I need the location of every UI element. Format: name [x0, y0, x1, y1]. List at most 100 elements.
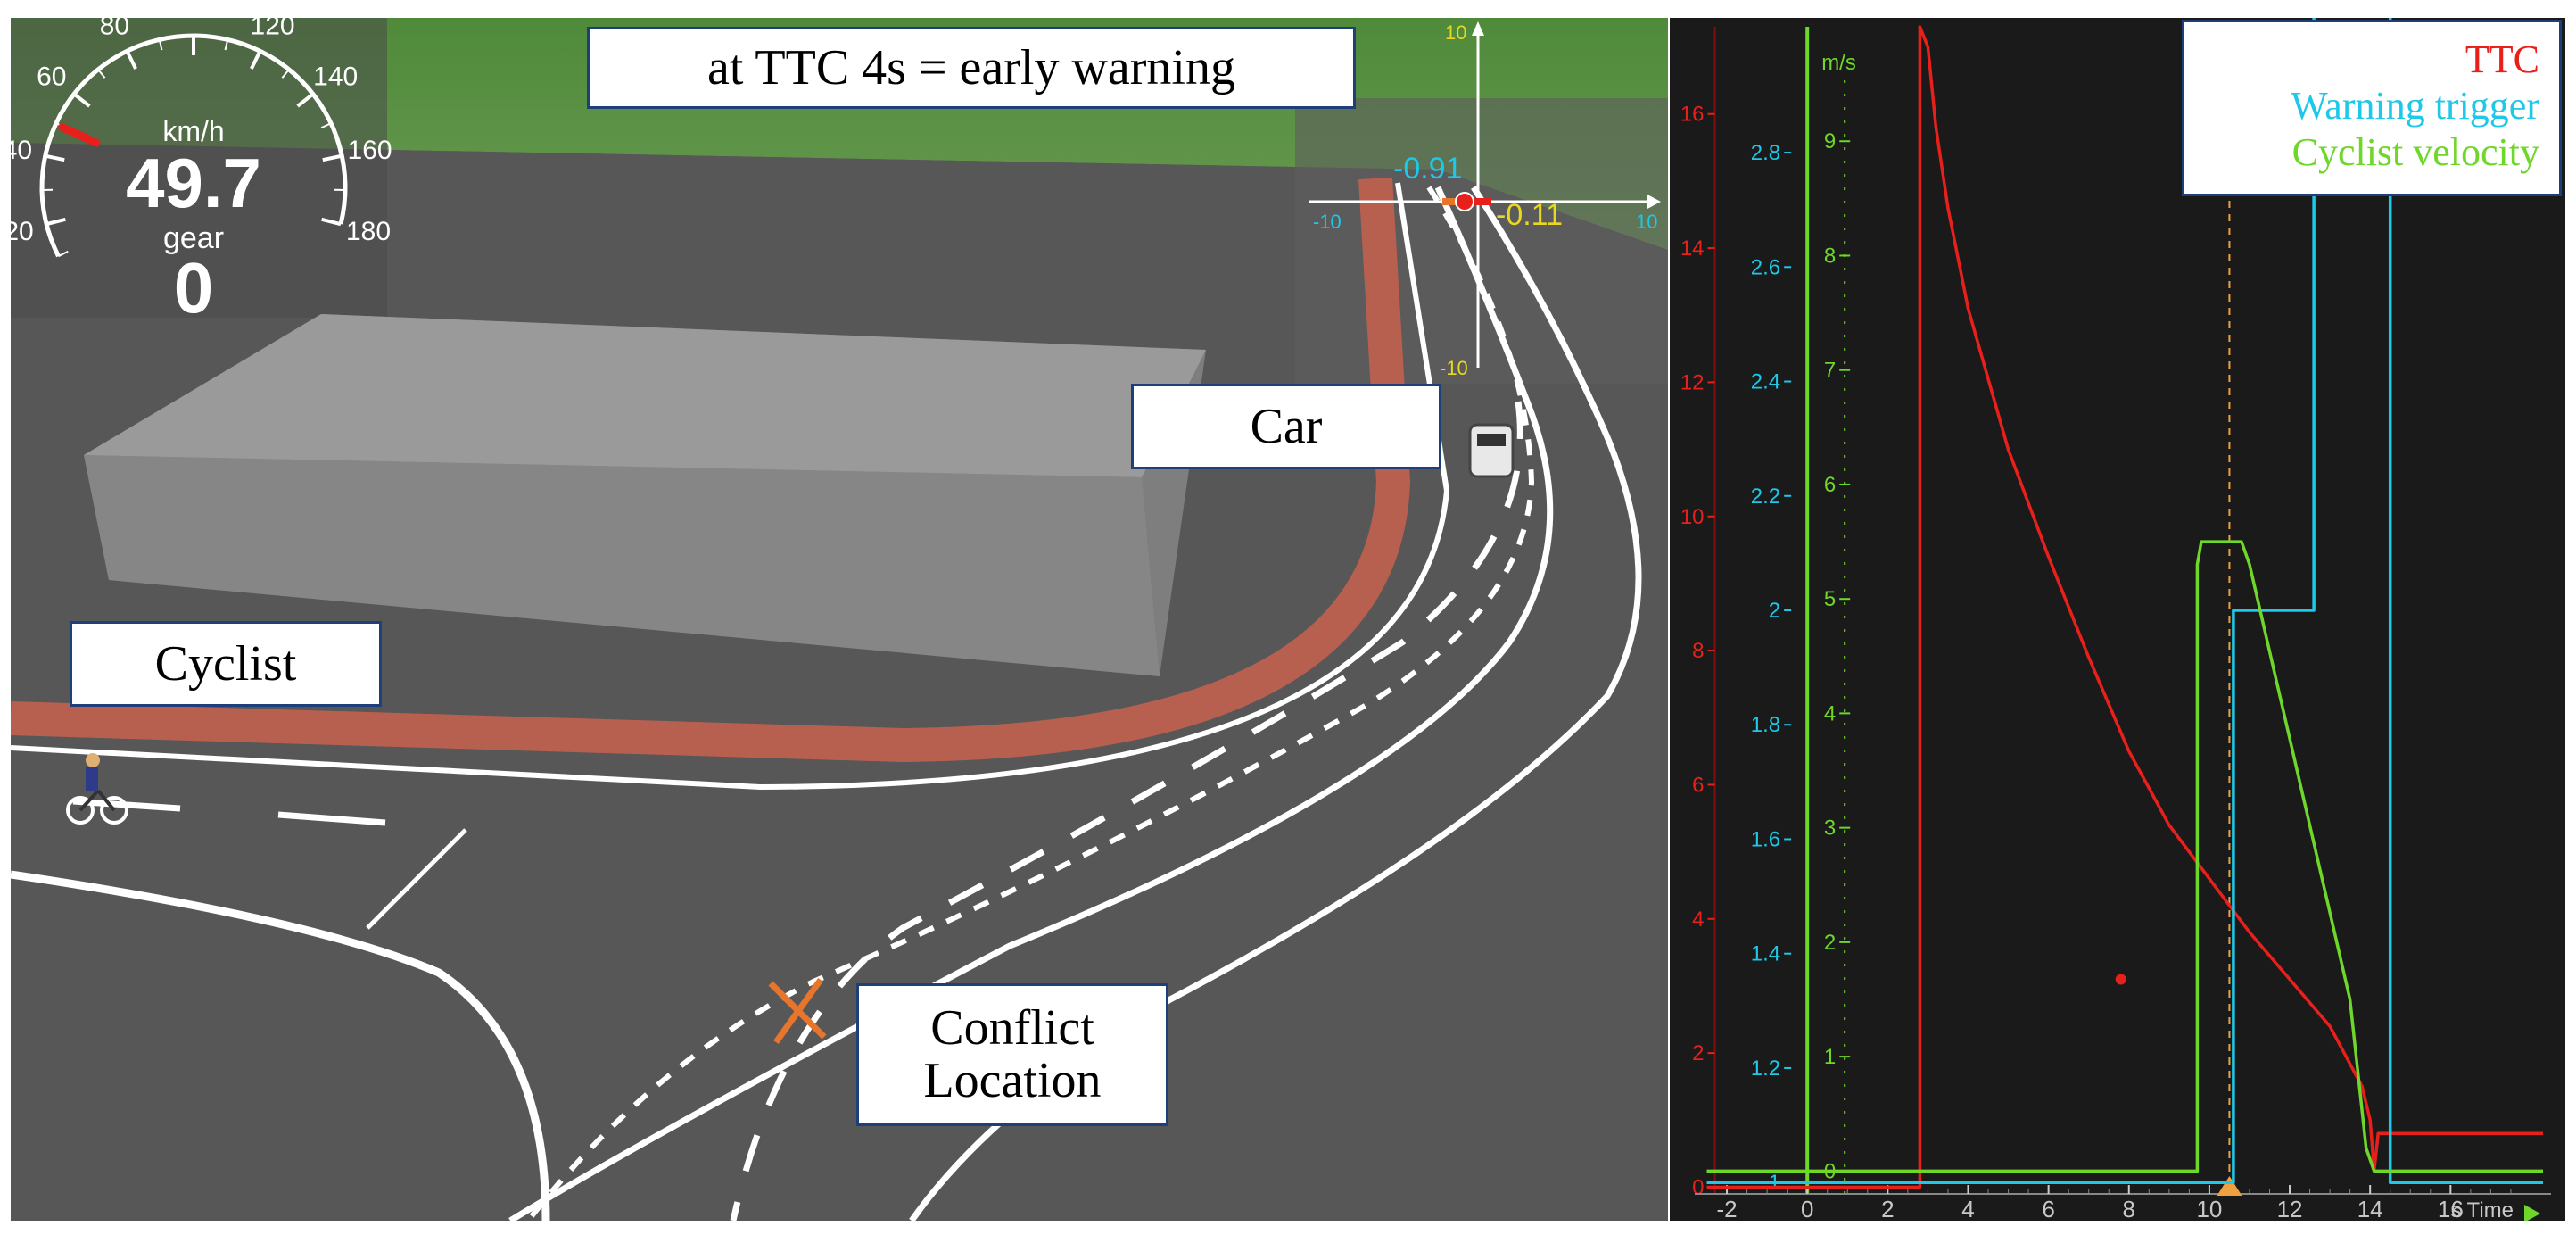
signal-plot: 024681012141611.21.41.61.822.22.42.62.8m… [1670, 18, 2565, 1221]
velocity-axis-tick-label: 6 [1824, 473, 1836, 497]
speedometer-tick [321, 217, 342, 227]
speedometer-tick [125, 50, 137, 70]
ttc-marker-point [2115, 974, 2126, 985]
x-axis-play-icon [2524, 1205, 2540, 1221]
cyclist-label: Cyclist [154, 635, 297, 692]
chart-legend: TTC Warning trigger Cyclist velocity [2182, 20, 2562, 196]
speedometer-tick-label: 140 [313, 62, 358, 92]
speedometer-arc [39, 33, 348, 258]
legend-cyclist-velocity: Cyclist velocity [2291, 130, 2539, 174]
cyclist-velocity-series-line [1706, 540, 2543, 1173]
speedometer-tick [320, 122, 332, 129]
speed-unit-label: km/h [162, 115, 224, 147]
gauge-panel [11, 18, 387, 318]
velocity-axis-tick-label: 2 [1824, 931, 1836, 955]
speedometer-tick-label: 40 [11, 136, 32, 165]
conflict-callout: Conflict Location [856, 983, 1168, 1126]
warning-axis-tick-label: 2.6 [1751, 255, 1780, 279]
conflict-label-line2: Location [923, 1053, 1102, 1108]
ttc-series-line [1706, 25, 2543, 1189]
sync-bottom-marker [2217, 1176, 2242, 1196]
legend-ttc: TTC [2465, 37, 2539, 81]
x-axis-tick-label: 12 [2277, 1196, 2303, 1221]
car-callout: Car [1131, 384, 1441, 469]
conflict-label-line1: Conflict [930, 1000, 1094, 1057]
warning-axis-tick-label: 2.8 [1751, 141, 1780, 165]
crosshair-pos-label: 10 [1636, 211, 1657, 233]
x-axis-tick-label: -2 [1716, 1196, 1737, 1221]
car-figure [1468, 423, 1515, 478]
road-markings [11, 182, 1642, 1221]
ttc-axis-tick-label: 12 [1680, 370, 1705, 394]
ttc-axis-tick-label: 6 [1692, 773, 1704, 797]
speedometer-tick-label: 100 [171, 18, 216, 22]
speedometer-tick-label: 80 [100, 18, 129, 40]
position-crosshair: -10 10 10 -10 -0.91 -0.11 [1309, 21, 1661, 379]
x-axis-tick-label: 14 [2357, 1196, 2383, 1221]
cyclist-callout: Cyclist [70, 621, 382, 707]
speedometer-tick-label: 20 [11, 217, 34, 246]
speedometer-tick-label: 160 [348, 136, 392, 165]
x-axis-tick-label: 0 [1801, 1196, 1813, 1221]
conflict-marker [768, 977, 827, 1045]
cyclist-figure [66, 753, 128, 825]
warning-axis-tick-label: 1.6 [1751, 827, 1780, 851]
speedometer-tick [322, 153, 343, 162]
gear-label: gear [163, 221, 224, 255]
speedometer-tick [281, 69, 290, 79]
x-axis-tick-label: 16 [2438, 1196, 2464, 1221]
warning-axis-tick-label: 2.4 [1751, 370, 1780, 394]
legend-warning-trigger: Warning trigger [2291, 84, 2539, 128]
speedometer-tick [45, 217, 66, 227]
ttc-axis-tick-label: 0 [1692, 1175, 1704, 1199]
ttc-axis-tick-label: 16 [1680, 103, 1705, 127]
x-axis-tick-label: 8 [2123, 1196, 2135, 1221]
velocity-axis-tick-label: 4 [1824, 701, 1836, 725]
speedometer-tick [158, 39, 163, 51]
ttc-note-text: at TTC 4s = early warning [707, 39, 1235, 95]
speedometer-tick [58, 250, 69, 258]
velocity-axis-tick-label: 3 [1824, 816, 1836, 841]
plot-axes: 024681012141611.21.41.61.822.22.42.62.8m… [1680, 27, 2551, 1221]
warning-axis-tick-label: 2.2 [1751, 485, 1780, 509]
velocity-axis-tick-label: 9 [1824, 129, 1836, 153]
ttc-axis-tick-label: 4 [1692, 907, 1704, 932]
crosshair-bottom-label: -10 [1440, 357, 1468, 379]
speedometer-needle [58, 123, 101, 147]
ttc-axis-tick-label: 14 [1680, 236, 1705, 261]
x-axis-tick-label: 10 [2196, 1196, 2222, 1221]
warning-trigger-series-line [1706, 18, 2543, 1184]
gear-value: 0 [174, 248, 214, 327]
x-axis-tick-label: 4 [1961, 1196, 1974, 1221]
speedometer-tick-label: 60 [37, 62, 66, 92]
warning-axis-tick-label: 1.4 [1751, 942, 1780, 966]
velocity-axis-tick-label: 8 [1824, 244, 1836, 268]
x-axis-label: s Time [2450, 1198, 2514, 1221]
speedometer-tick [224, 39, 229, 51]
speedometer-tick [296, 92, 315, 108]
ttc-axis-tick-label: 8 [1692, 639, 1704, 663]
plot-background [1670, 18, 2565, 1221]
bike-lane [11, 177, 1411, 763]
speedometer-tick [72, 92, 91, 108]
speedometer-tick [250, 50, 262, 70]
speedometer-tick [97, 69, 106, 79]
crosshair-top-label: 10 [1445, 21, 1466, 44]
speedometer-tick-label: 120 [251, 18, 295, 40]
crosshair-y-value: -0.11 [1496, 198, 1563, 232]
speedometer-tick [45, 153, 65, 162]
warning-axis-tick-label: 1.2 [1751, 1057, 1780, 1081]
velocity-axis-tick-label: 7 [1824, 359, 1836, 383]
plot-series [1706, 18, 2543, 1189]
car-label: Car [1250, 398, 1323, 454]
ttc-note-callout: at TTC 4s = early warning [587, 27, 1356, 109]
x-axis-tick-label: 2 [1881, 1196, 1894, 1221]
warning-axis-tick-label: 2 [1769, 599, 1780, 623]
crosshair-x-value: -0.91 [1393, 152, 1463, 186]
x-axis-tick-label: 6 [2042, 1196, 2054, 1221]
velocity-axis-unit: m/s [1821, 51, 1856, 75]
crosshair-panel [1295, 98, 1668, 384]
crosshair-neg-label: -10 [1313, 211, 1342, 233]
